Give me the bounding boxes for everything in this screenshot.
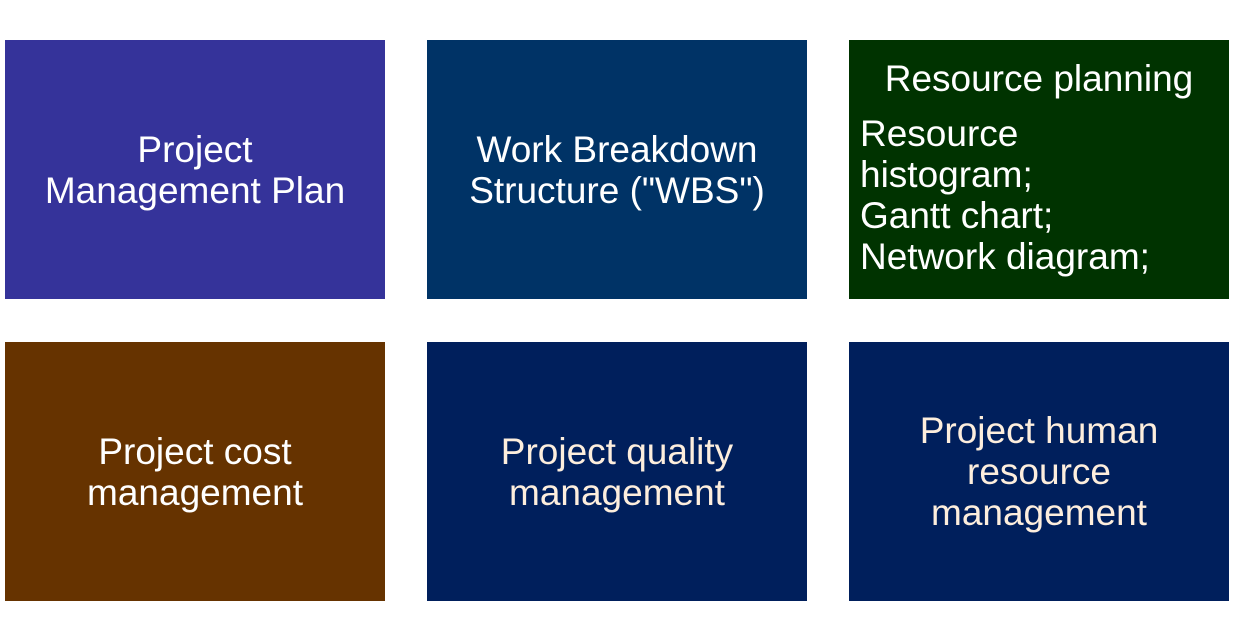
tile-work-breakdown-structure-label: Work Breakdown Structure ("WBS"): [469, 128, 765, 211]
resource-planning-item: Network diagram;: [860, 236, 1150, 277]
resource-planning-item: Resource histogram;: [860, 113, 1033, 195]
tile-project-human-resource-management-label: Project human resource management: [919, 410, 1159, 533]
resource-planning-item: Gantt chart;: [860, 195, 1054, 236]
tile-project-quality-management-label: Project quality management: [500, 430, 734, 513]
resource-planning-list: Resource histogram; Gantt chart; Network…: [849, 113, 1229, 277]
tile-project-quality-management: Project quality management: [427, 342, 807, 601]
tile-project-cost-management: Project cost management: [5, 342, 385, 601]
tile-work-breakdown-structure: Work Breakdown Structure ("WBS"): [427, 40, 807, 299]
tile-resource-planning-title: Resource planning: [884, 58, 1194, 99]
tile-project-cost-management-label: Project cost management: [87, 430, 303, 513]
tile-project-human-resource-management: Project human resource management: [849, 342, 1229, 601]
tile-project-management-plan-label: Project Management Plan: [44, 128, 346, 211]
tile-resource-planning: Resource planning Resource histogram; Ga…: [849, 40, 1229, 299]
tile-project-management-plan: Project Management Plan: [5, 40, 385, 299]
